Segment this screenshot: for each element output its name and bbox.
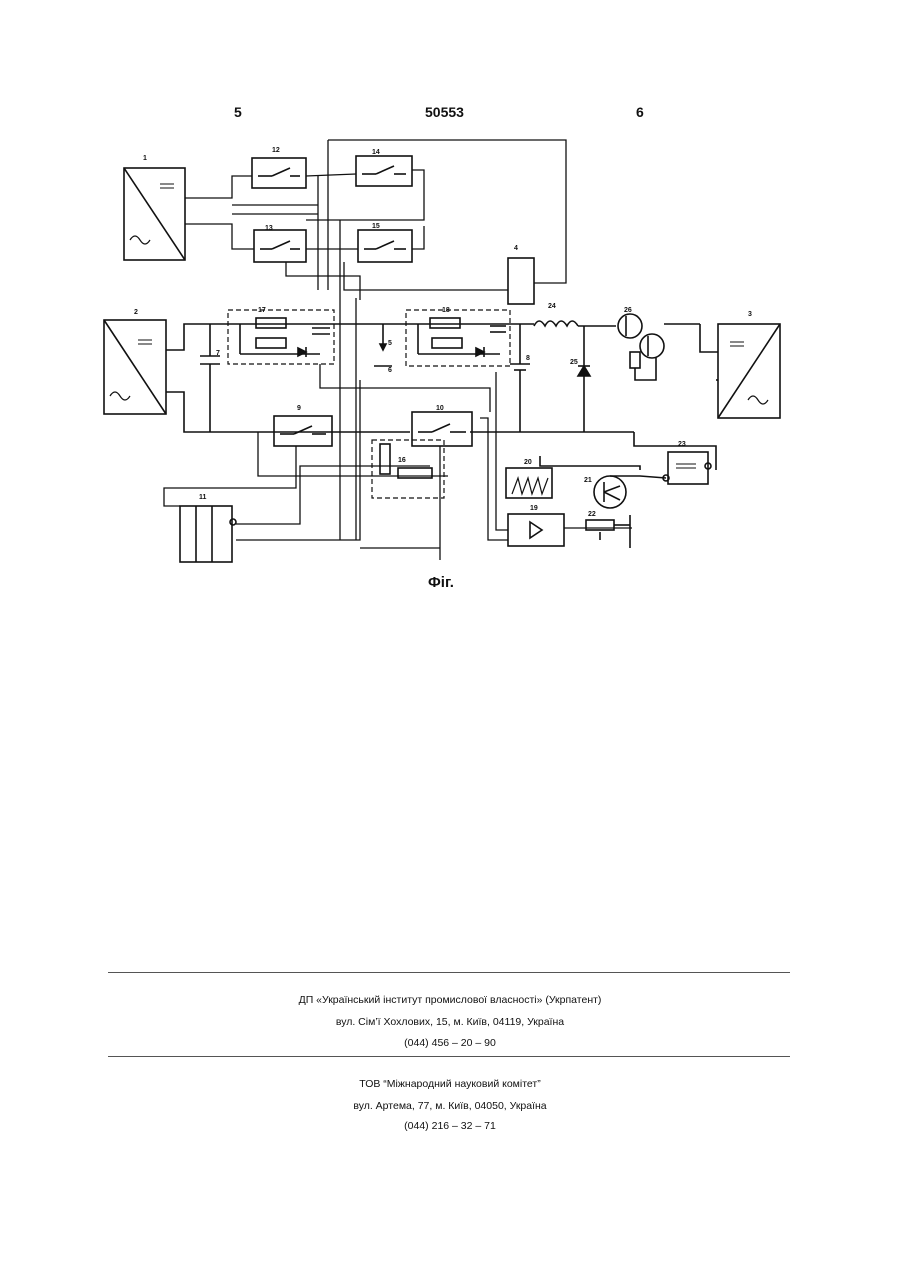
converter-block-1 (124, 168, 185, 260)
label-22: 22 (588, 511, 596, 518)
label-2: 2 (134, 309, 138, 316)
org1-address: вул. Сім’ї Хохлових, 15, м. Київ, 04119,… (0, 1016, 900, 1028)
converter-block-2 (104, 320, 166, 414)
org2-name: ТОВ “Міжнародний науковий комітет” (0, 1078, 900, 1090)
label-7: 7 (216, 350, 220, 357)
switch-block-12 (252, 158, 306, 188)
label-26: 26 (624, 307, 632, 314)
wiring-bottom (164, 298, 632, 560)
label-16: 16 (398, 457, 406, 464)
comparator-block-19 (508, 514, 564, 546)
diode-25 (578, 326, 590, 432)
label-21: 21 (584, 477, 592, 484)
label-13: 13 (265, 225, 273, 232)
switch-block-9 (274, 416, 332, 446)
label-25: 25 (570, 359, 578, 366)
potentiometer-22 (586, 515, 630, 548)
switch-block-14 (356, 156, 412, 186)
bus-terminal-8 (510, 324, 530, 432)
label-9: 9 (297, 405, 301, 412)
label-6: 6 (388, 367, 392, 374)
protection-block-18 (406, 310, 510, 366)
protection-block-17 (228, 310, 334, 364)
label-15: 15 (372, 223, 380, 230)
capacitor-7 (200, 324, 220, 432)
label-1: 1 (143, 155, 147, 162)
inductor-24 (534, 321, 578, 326)
switch-block-13 (254, 230, 306, 262)
label-10: 10 (436, 405, 444, 412)
main-bus (166, 324, 718, 470)
label-5: 5 (388, 340, 392, 347)
block-4 (508, 258, 534, 304)
label-24: 24 (548, 303, 556, 310)
footer-divider-middle (108, 1056, 790, 1057)
label-23: 23 (678, 441, 686, 448)
label-8: 8 (526, 355, 530, 362)
footer-divider-top (108, 972, 790, 973)
schematic-labels: 1 2 3 4 5 6 7 8 9 10 11 12 13 14 15 16 1… (134, 147, 752, 518)
label-20: 20 (524, 459, 532, 466)
battery-block-11 (180, 506, 236, 562)
sensor-block-23 (540, 452, 711, 484)
resistor-block-16 (372, 440, 444, 498)
converter-block-3 (718, 324, 780, 418)
label-11: 11 (199, 494, 207, 501)
wiring-top (185, 140, 566, 540)
label-14: 14 (372, 149, 380, 156)
label-19: 19 (530, 505, 538, 512)
org2-phone: (044) 216 – 32 – 71 (0, 1120, 900, 1132)
label-4: 4 (514, 245, 518, 252)
switch-block-15 (358, 230, 412, 262)
label-18: 18 (442, 307, 450, 314)
org1-name: ДП «Український інститут промислової вла… (0, 994, 900, 1006)
label-17: 17 (258, 307, 266, 314)
label-12: 12 (272, 147, 280, 154)
transistor-21 (594, 476, 626, 508)
org2-address: вул. Артема, 77, м. Київ, 04050, Україна (0, 1100, 900, 1112)
label-3: 3 (748, 311, 752, 318)
figure-caption: Фіг. (428, 574, 454, 591)
generator-block-20 (506, 468, 552, 498)
org1-phone: (044) 456 – 20 – 90 (0, 1037, 900, 1049)
transistor-26 (618, 314, 664, 380)
circuit-schematic: 1 2 3 4 5 6 7 8 9 10 11 12 13 14 15 16 1… (0, 0, 900, 600)
switch-block-10 (412, 412, 472, 446)
